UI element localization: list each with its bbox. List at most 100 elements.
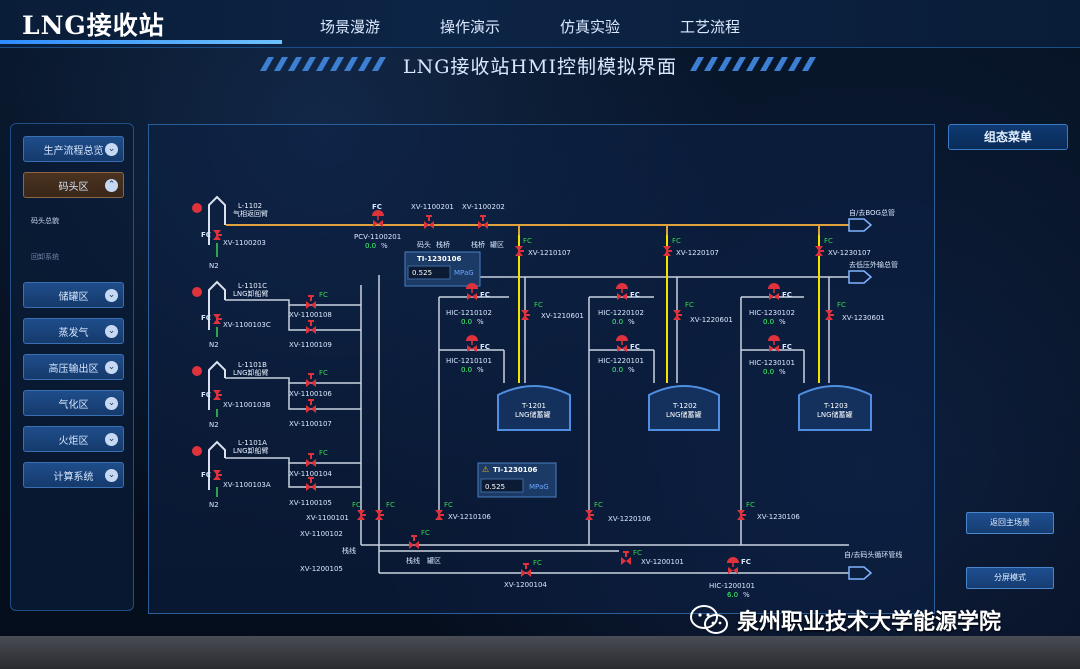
nav-scene-tour[interactable]: 场景漫游	[319, 18, 380, 36]
tank-t1202[interactable]	[648, 385, 720, 431]
valve-xv-1200101-icon[interactable]	[621, 551, 631, 565]
fc-label: FC	[201, 314, 211, 322]
valve-xv-1200104-icon[interactable]	[521, 563, 531, 577]
tank-name: LNG储蓄罐	[817, 410, 853, 419]
valve-xv-1200105-icon[interactable]	[409, 535, 419, 549]
valve-xv-1100104-icon[interactable]	[306, 453, 316, 467]
valve-xv-1220601-icon[interactable]	[673, 310, 682, 320]
hic-1200101-control-valve-icon[interactable]	[726, 556, 740, 575]
menu-hp-output[interactable]: 高压输出区⌄	[23, 354, 124, 380]
menu-label: 计算系统	[53, 471, 94, 483]
arm-desc: 气相返回臂	[233, 209, 268, 218]
menu-wharf-area[interactable]: 码头区⌃	[23, 172, 124, 198]
fc-label: FC	[201, 471, 211, 479]
fc-label: FC	[782, 291, 792, 299]
valve-xv-1210601-icon[interactable]	[521, 310, 530, 320]
valve-xv-1230106-icon[interactable]	[737, 510, 746, 520]
menu-vaporization[interactable]: 气化区⌄	[23, 390, 124, 416]
valve-xv-1230601-icon[interactable]	[825, 310, 834, 320]
valve-xv-1220106-icon[interactable]	[585, 510, 594, 520]
back-to-main-scene-button[interactable]: 返回主场景	[966, 512, 1054, 534]
arm-valve-icon[interactable]	[213, 230, 222, 240]
valve-xv-1230107-icon[interactable]	[815, 246, 824, 256]
menu-metering[interactable]: 计算系统⌄	[23, 462, 124, 488]
watermark-text: 泉州职业技术大学能源学院	[737, 610, 1002, 635]
nav-operation-demo[interactable]: 操作演示	[439, 18, 500, 36]
tank-tag: T-1201	[521, 402, 546, 410]
hic-unit: %	[743, 591, 750, 599]
fc-label: FC	[319, 369, 328, 377]
valve-tag: XV-1200104	[504, 581, 547, 589]
main-nav: 场景漫游 操作演示 仿真实验 工艺流程	[290, 12, 770, 42]
valve-xv-1100201-icon[interactable]	[424, 215, 434, 229]
fc-label: FC	[837, 301, 846, 309]
area-label: 栈线	[342, 546, 356, 555]
submenu-wharf-overview[interactable]: 码头总貌	[31, 217, 59, 225]
arm-valve-icon[interactable]	[213, 470, 222, 480]
loading-arm-icon	[208, 195, 226, 245]
chevron-down-icon: ⌄	[105, 361, 118, 374]
arm-valve-icon[interactable]	[213, 390, 222, 400]
fc-label: FC	[782, 343, 792, 351]
warning-icon: ⚠	[482, 465, 489, 474]
ti-tag: TI-1230106	[417, 255, 462, 263]
arm-tag: L-1101B	[238, 361, 267, 369]
tank-t1203[interactable]	[798, 385, 872, 431]
valve-xv-1100105-icon[interactable]	[306, 477, 316, 491]
valve-xv-1100202-icon[interactable]	[478, 215, 488, 229]
loading-arm-icon	[208, 360, 226, 410]
nav-simulation-experiment[interactable]: 仿真实验	[559, 18, 620, 36]
arm-valve-tag: XV-1100103C	[223, 321, 271, 329]
valve-tag: XV-1100108	[289, 311, 332, 319]
config-menu-button[interactable]: 组态菜单	[948, 124, 1068, 150]
menu-boil-off-gas[interactable]: 蒸发气⌄	[23, 318, 124, 344]
wechat-icon	[690, 605, 728, 634]
valve-xv-1100109-icon[interactable]	[306, 320, 316, 334]
arm-valve-icon[interactable]	[213, 314, 222, 324]
ti-tag: TI-1230106	[493, 466, 538, 474]
subtitle-stripes-left	[260, 57, 386, 71]
arm-valve-tag: XV-1100203	[223, 239, 266, 247]
valve-tag: XV-1100104	[289, 470, 332, 478]
right-menu-panel: 组态菜单 返回主场景 分屏模式	[942, 124, 1072, 614]
status-lamp-icon	[192, 203, 202, 213]
menu-tank-area[interactable]: 储罐区⌄	[23, 282, 124, 308]
tank-t1201-unit: FC XV-1210107 FC XV-1210601 FC HIC-12101…	[435, 225, 584, 521]
hic-value: 0.0	[612, 318, 623, 326]
area-label: 栈桥	[471, 240, 485, 249]
fc-label: FC	[533, 559, 542, 567]
fc-label: FC	[746, 501, 755, 509]
nav-process-flow[interactable]: 工艺流程	[679, 18, 740, 36]
valve-xv-1100101-icon[interactable]	[357, 510, 366, 520]
valve-xv-1210106-icon[interactable]	[435, 510, 444, 520]
ti-value: 0.525	[485, 483, 505, 491]
valve-tag: XV-1100105	[289, 499, 332, 507]
status-lamp-icon	[192, 366, 202, 376]
split-screen-button[interactable]: 分屏模式	[966, 567, 1054, 589]
circ-line-arrow	[848, 566, 873, 580]
valve-xv-1100108-icon[interactable]	[306, 295, 316, 309]
valve-xv-1100107-icon[interactable]	[306, 399, 316, 413]
ti-display-1[interactable]: TI-1230106 0.525 MPaG	[404, 251, 481, 287]
hmi-diagram-panel: 自/去BOG总管 去低压外输总管 自/去码头循环管线 L-1102 气相返回臂 …	[148, 124, 935, 614]
arm-valve-tag: XV-1100103B	[223, 401, 271, 409]
valve-xv-1210107-icon[interactable]	[515, 246, 524, 256]
tank-name: LNG储蓄罐	[666, 410, 702, 419]
logo-underline	[0, 40, 282, 44]
valve-tag: XV-1200105	[300, 565, 343, 573]
menu-label: 生产流程总览	[43, 145, 104, 157]
valve-xv-1100102-icon[interactable]	[375, 510, 384, 520]
fc-label: FC	[201, 231, 211, 239]
submenu-unload-system[interactable]: 回卸系统	[31, 253, 59, 261]
chevron-down-icon: ⌄	[105, 289, 118, 302]
valve-tag: XV-1230107	[828, 249, 871, 257]
tank-t1201[interactable]	[497, 385, 571, 431]
valve-xv-1220107-icon[interactable]	[663, 246, 672, 256]
tank-tag: T-1202	[672, 402, 697, 410]
fc-label: FC	[741, 558, 751, 566]
ti-display-2[interactable]: ⚠ TI-1230106 0.525 MPaG	[477, 462, 557, 498]
valve-xv-1100106-icon[interactable]	[306, 373, 316, 387]
menu-flare[interactable]: 火炬区⌄	[23, 426, 124, 452]
menu-production-overview[interactable]: 生产流程总览⌄	[23, 136, 124, 162]
hic-tag: HIC-1220102	[598, 309, 644, 317]
